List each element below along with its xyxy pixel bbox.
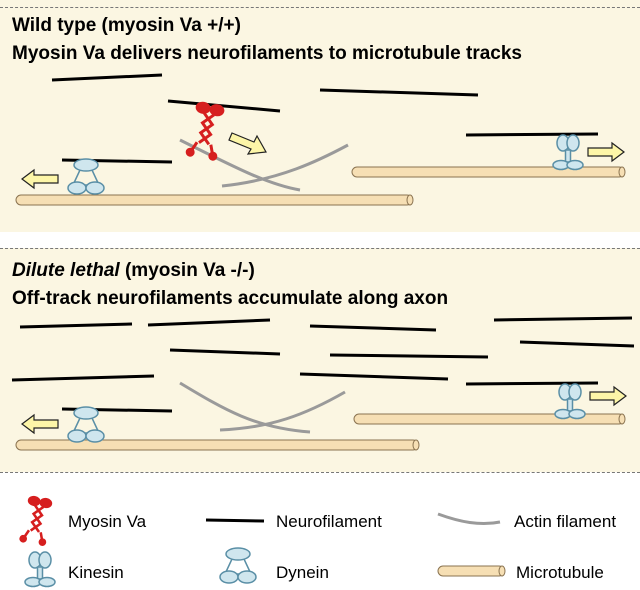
- panel2-neurofilament-1: [19, 322, 133, 329]
- legend-microtubule-icon: [437, 565, 506, 577]
- panel2-actin-filament-1: [179, 381, 311, 434]
- panel2-neurofilament-5: [169, 348, 281, 356]
- top-divider: [0, 7, 640, 8]
- wild-type-panel: [0, 0, 640, 232]
- panel2-title-line1: Dilute lethal (myosin Va -/-): [12, 259, 255, 283]
- panel2-title-rest: (myosin Va -/-): [119, 260, 255, 281]
- panel2-actin-filament-2: [219, 390, 346, 432]
- panel1-arrow-icon-left: [21, 168, 59, 190]
- legend-actin-icon: [437, 512, 501, 526]
- legend-actin-label: Actin filament: [514, 512, 617, 531]
- legend-neurofilament-icon: [205, 518, 265, 523]
- panel1-arrow-icon-myosin: [228, 132, 267, 155]
- panel2-kinesin-icon: [554, 383, 586, 420]
- legend-myosin-label: Myosin Va: [68, 512, 147, 531]
- legend-kinesin-icon: [24, 551, 56, 588]
- panel1-neurofilament-2: [319, 88, 479, 97]
- panel2-title-italic: Dilute lethal: [12, 260, 120, 281]
- panel2-arrow-icon-left: [21, 413, 59, 435]
- panel1-title-line2: Myosin Va delivers neurofilaments to mic…: [12, 43, 522, 64]
- panel2-neurofilament-3: [309, 324, 437, 332]
- legend-neurofilament-label: Neurofilament: [276, 512, 382, 531]
- legend-dynein-label: Dynein: [276, 563, 329, 582]
- panel2-arrow-icon-right: [589, 385, 627, 407]
- panel2-neurofilament-4: [493, 316, 633, 322]
- panel1-neurofilament-5: [465, 132, 599, 137]
- bottom-divider: [0, 472, 640, 473]
- panel1-kinesin-icon: [552, 134, 584, 171]
- panel1-arrow-icon-right: [587, 141, 625, 163]
- panel2-neurofilament-9: [299, 372, 449, 381]
- panel2-neurofilament-6: [329, 353, 489, 359]
- panel1-microtubule-right: [351, 166, 626, 178]
- dilute-lethal-panel: [0, 248, 640, 472]
- legend-dynein-icon: [219, 547, 257, 584]
- panel1-neurofilament-1: [51, 73, 163, 82]
- panel1-dynein-icon: [67, 158, 105, 195]
- panel2-title-line2: Off-track neurofilaments accumulate alon…: [12, 288, 449, 309]
- panel2-neurofilament-10: [465, 381, 599, 386]
- panel2-neurofilament-8: [11, 374, 155, 382]
- panel2-dynein-icon: [67, 406, 105, 443]
- legend-myosin-va-icon: [17, 493, 55, 548]
- panel1-neurofilament-3: [167, 99, 281, 113]
- panel2-microtubule-left: [15, 439, 420, 451]
- panel1-microtubule-left: [15, 194, 414, 206]
- legend-microtubule-label: Microtubule: [516, 563, 604, 582]
- panel2-neurofilament-7: [519, 340, 635, 348]
- panel2-neurofilament-2: [147, 318, 271, 327]
- legend-kinesin-label: Kinesin: [68, 563, 124, 582]
- panel1-actin-filament-2: [221, 143, 349, 188]
- panel1-actin-filament-1: [179, 138, 301, 192]
- middle-divider: [0, 248, 640, 249]
- panel1-title-line1: Wild type (myosin Va +/+): [12, 15, 241, 36]
